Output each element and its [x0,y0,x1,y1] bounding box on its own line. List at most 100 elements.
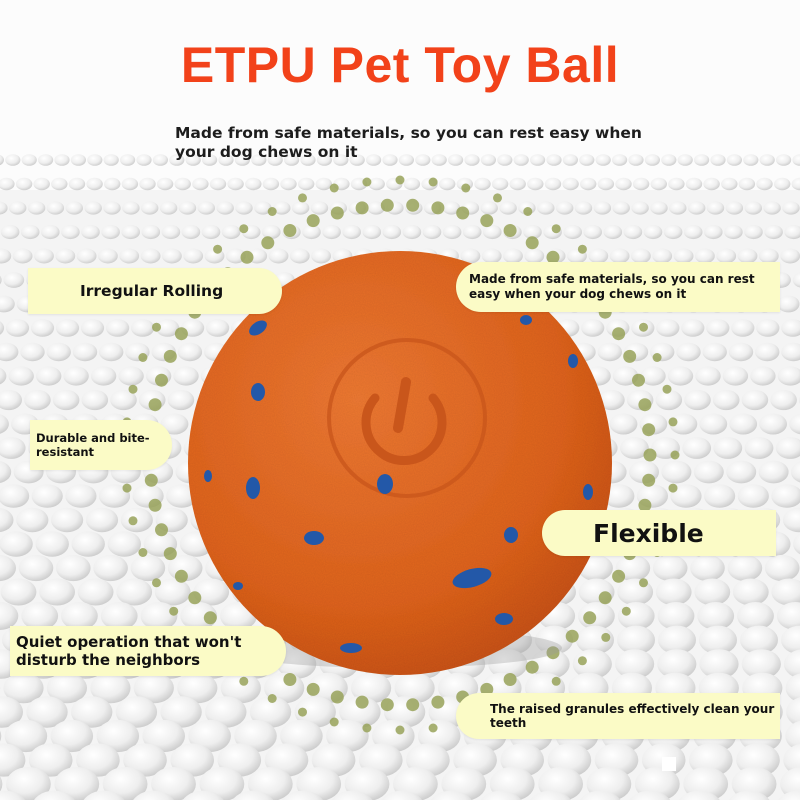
surface-bump [96,719,140,753]
surface-bump [183,248,204,264]
surface-bump [513,154,529,166]
surface-bump [56,554,91,582]
surface-bump [442,224,462,240]
surface-bump [503,248,523,264]
surface-bump [46,672,87,704]
surface-bump [234,154,250,166]
surface-bump [670,484,702,508]
ring-dot [148,498,162,512]
surface-bump [699,413,728,435]
surface-bump [729,413,758,435]
surface-bump [0,342,19,362]
surface-bump [741,649,781,679]
ring-dot [239,676,249,686]
surface-bump [523,224,542,240]
surface-bump [785,673,800,703]
surface-bump [34,248,54,264]
surface-bump [298,177,315,191]
surface-bump [576,625,614,655]
surface-bump [684,389,711,411]
surface-bump [159,201,178,215]
ring-dot [639,322,648,332]
ring-dot [283,673,297,686]
surface-bump [793,533,800,555]
surface-bump [725,201,744,215]
surface-bump [603,224,623,240]
surface-bump [118,366,144,386]
surface-bump [136,154,152,166]
surface-bump [0,776,3,792]
surface-bump [300,154,316,166]
surface-bump [744,437,774,459]
surface-bump [727,554,763,582]
surface-bump [0,696,23,728]
surface-bump [480,790,522,800]
surface-bump [758,460,789,484]
surface-bump [205,696,247,728]
surface-bump [588,248,609,264]
ring-dot [144,473,158,487]
surface-bump [351,672,392,704]
surface-bump [0,531,33,557]
surface-bump [704,484,736,508]
surface-bump [491,177,509,191]
ring-dot [456,206,470,220]
surface-bump [580,177,597,191]
surface-bump [35,531,69,557]
ball-spot [568,354,578,368]
surface-bump [311,248,331,264]
surface-bump [644,154,661,166]
surface-bump [139,177,156,191]
surface-bump [121,224,140,240]
surface-bump [262,224,281,240]
surface-bump [188,719,231,753]
surface-bump [609,248,630,264]
surface-bump [695,366,721,386]
surface-bump [209,177,227,191]
surface-bump [206,319,230,337]
surface-bump [442,201,461,215]
surface-bump [156,319,180,337]
surface-bump [737,248,758,264]
surface-bump [499,201,517,215]
surface-bump [107,531,141,557]
ring-dot [169,606,179,616]
ring-dot [306,214,320,228]
surface-bump [216,201,234,215]
surface-bump [792,272,800,288]
surface-bump [676,342,701,362]
surface-bump [771,484,800,508]
surface-bump [0,507,14,533]
ring-dot [122,483,132,493]
surface-bump [46,201,65,215]
surface-bump [759,413,787,435]
surface-bump [367,201,385,215]
surface-bump [758,248,779,264]
ring-dot [380,198,394,212]
surface-bump [71,696,113,728]
page-title: ETPU Pet Toy Ball [180,37,620,93]
surface-bump [90,366,117,386]
surface-bump [786,697,800,727]
ring-dot [128,516,138,526]
surface-bump [785,720,800,752]
surface-bump [39,578,75,606]
surface-bump [776,602,800,630]
subtitle: Made from safe materials, so you can res… [175,124,642,161]
feature-label-raised-granules: The raised granules effectively clean yo… [456,693,780,739]
surface-bump [366,154,382,166]
ring-dot [551,676,561,686]
surface-bump [251,154,267,166]
surface-bump [152,154,168,166]
surface-bump [0,275,2,285]
ball-logo-ring [327,338,487,498]
surface-bump [563,224,582,240]
ring-dot [148,398,162,412]
surface-bump [381,790,423,800]
surface-bump [763,201,781,215]
surface-bump [331,790,373,800]
surface-bump [706,319,730,337]
surface-bump [123,743,167,777]
ball-spot [304,531,324,545]
surface-bump [38,154,54,166]
